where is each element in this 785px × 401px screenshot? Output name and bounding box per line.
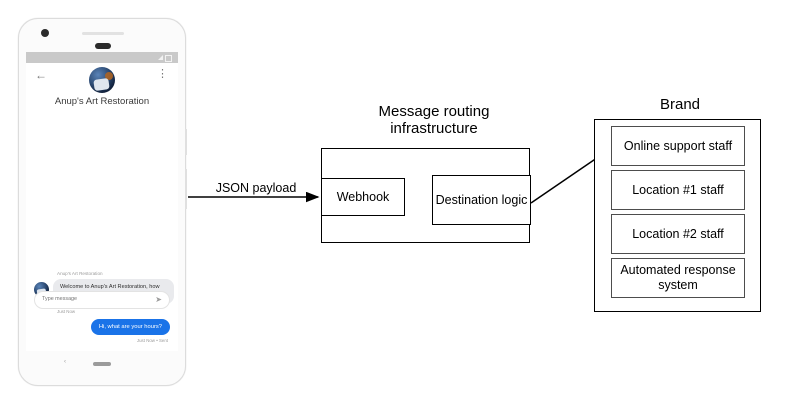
json-payload-label: JSON payload (215, 181, 297, 195)
user-message-status: Just Now • Sent (136, 338, 168, 343)
agent-name-label: Anup's Art Restoration (57, 271, 103, 276)
brand-item-automated-response-system[interactable]: Automated response system (611, 258, 745, 298)
volume-button[interactable] (185, 169, 187, 209)
infrastructure-title: Message routing infrastructure (378, 103, 490, 137)
brand-item-location-2-staff[interactable]: Location #2 staff (611, 214, 745, 254)
page-title: Anup's Art Restoration (54, 96, 150, 107)
app-bar: ← ⋮ Anup's Art Restoration (26, 63, 178, 121)
overflow-menu-icon[interactable]: ⋮ (157, 68, 168, 80)
destination-logic-box[interactable]: Destination logic (432, 175, 531, 225)
brand-title: Brand (659, 96, 701, 113)
power-button[interactable] (185, 129, 187, 155)
message-composer[interactable]: ➤ (34, 291, 170, 309)
conversation-thread: Anup's Art Restoration Welcome to Anup's… (26, 121, 178, 343)
battery-icon (165, 55, 172, 62)
back-arrow-icon[interactable]: ← (35, 68, 47, 82)
agent-message-timestamp: Just Now (57, 309, 76, 314)
sensor-notch (95, 43, 111, 49)
user-message-bubble: Hi, what are your hours? (90, 319, 170, 335)
nav-back-icon[interactable]: ‹ (64, 359, 66, 365)
avatar (89, 67, 115, 93)
earpiece-speaker (82, 32, 124, 35)
brand-item-online-support-staff[interactable]: Online support staff (611, 126, 745, 166)
front-camera-icon (41, 29, 49, 37)
phone-mockup: ← ⋮ Anup's Art Restoration Anup's Art Re… (18, 18, 187, 386)
send-icon[interactable]: ➤ (155, 295, 162, 304)
nav-home-pill-icon[interactable] (93, 362, 111, 366)
status-bar (26, 52, 178, 63)
webhook-box[interactable]: Webhook (321, 178, 405, 216)
android-nav-bar: ‹ (26, 351, 178, 377)
message-input[interactable] (42, 296, 142, 302)
brand-item-location-1-staff[interactable]: Location #1 staff (611, 170, 745, 210)
signal-icon (158, 55, 163, 60)
phone-screen: ← ⋮ Anup's Art Restoration Anup's Art Re… (26, 52, 178, 351)
